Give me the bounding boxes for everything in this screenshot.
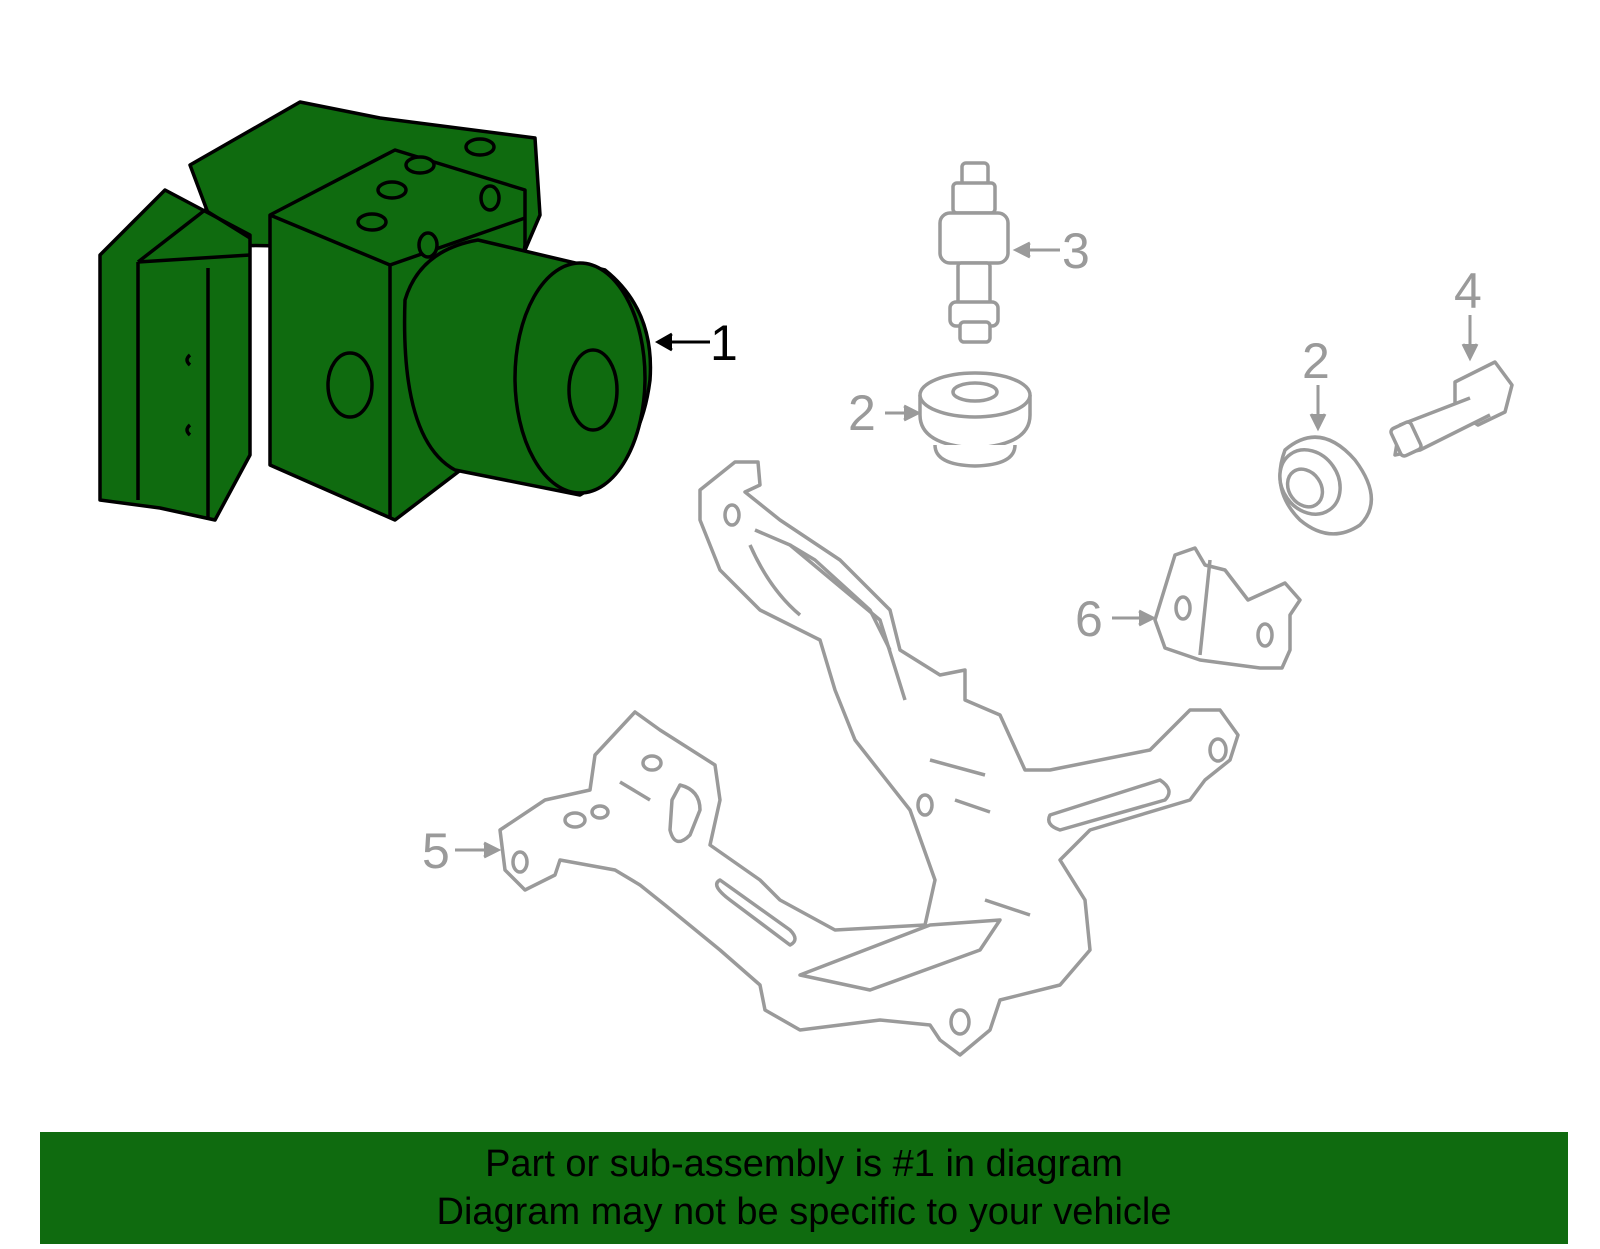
callout-5: 5 — [422, 823, 450, 879]
callout-2-right: 2 — [1302, 333, 1330, 389]
bushing-part-right[interactable] — [1268, 435, 1374, 536]
callout-4: 4 — [1454, 263, 1482, 319]
callout-2-top: 2 — [848, 385, 876, 441]
small-bracket-part[interactable] — [1153, 546, 1302, 670]
abs-modulator-part[interactable] — [98, 100, 653, 522]
banner-line-1: Part or sub-assembly is #1 in diagram — [485, 1143, 1123, 1185]
grommet-part-top[interactable] — [918, 371, 1032, 468]
callout-1: 1 — [710, 315, 738, 371]
banner-line-2: Diagram may not be specific to your vehi… — [436, 1191, 1172, 1233]
callout-6: 6 — [1075, 591, 1103, 647]
info-banner: Part or sub-assembly is #1 in diagram Di… — [40, 1132, 1568, 1244]
sensor-stud-part[interactable] — [938, 161, 1010, 344]
bolt-part[interactable] — [1389, 360, 1514, 458]
mounting-bracket-part[interactable] — [498, 460, 1240, 1057]
leader-arrows — [455, 241, 1479, 859]
parts-diagram: 1 3 2 2 4 6 5 — [98, 100, 1514, 1057]
callout-3: 3 — [1062, 223, 1090, 279]
